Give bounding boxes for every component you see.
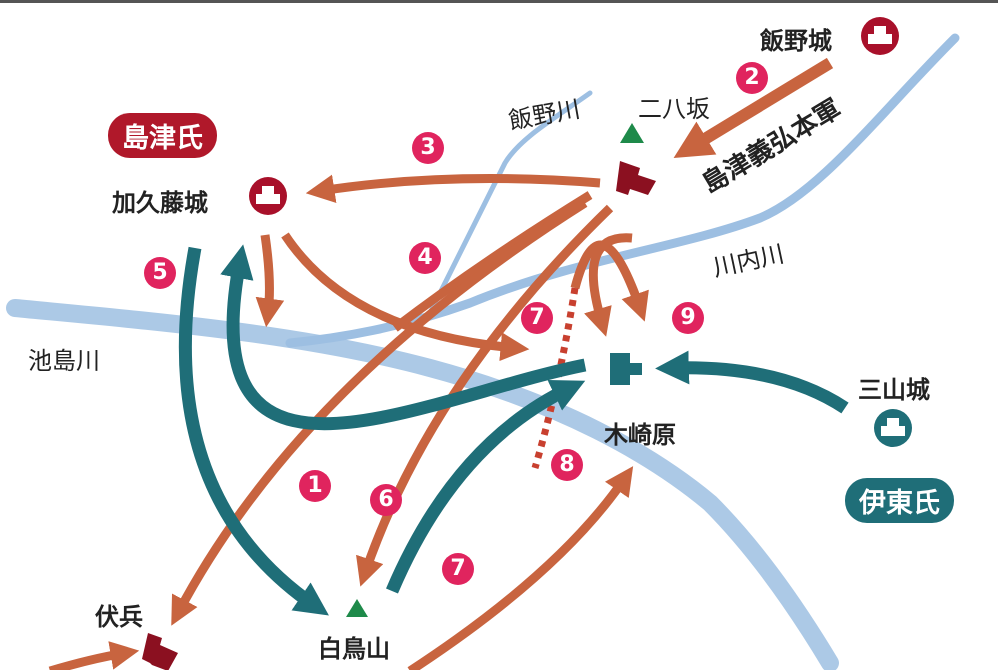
arrow-1 bbox=[171, 199, 588, 626]
arrow-2 bbox=[673, 57, 834, 158]
place-nihachizaka: 二八坂 bbox=[638, 95, 710, 123]
place-shiratoriyama: 白鳥山 bbox=[318, 635, 390, 663]
arrow-6 bbox=[356, 204, 614, 587]
river-sendai bbox=[285, 33, 960, 348]
mountain-icon-nihachizaka bbox=[620, 123, 644, 143]
step-badge-2: 2 bbox=[736, 62, 768, 94]
mountain-icon-shiratoriyama bbox=[346, 599, 368, 617]
step-badge-6: 6 bbox=[370, 484, 402, 516]
arrow-ambush bbox=[48, 641, 140, 670]
step-badge-4: 4 bbox=[409, 242, 441, 274]
shimazu-arrows bbox=[48, 57, 834, 670]
ito-arrows bbox=[178, 244, 849, 616]
place-kizakibaru: 木崎原 bbox=[604, 421, 676, 449]
step-badge-7b: 7 bbox=[442, 553, 474, 585]
step-badge-3: 3 bbox=[412, 132, 444, 164]
arrow-7b bbox=[407, 466, 634, 670]
place-fukuhei: 伏兵 bbox=[95, 603, 143, 631]
castle-icon-kakuto bbox=[249, 177, 287, 215]
step-badge-1: 1 bbox=[299, 470, 331, 502]
camp-icon-fukuhei bbox=[142, 633, 178, 670]
place-iino-castle: 飯野城 bbox=[760, 27, 832, 55]
arrow-3 bbox=[305, 174, 601, 204]
camp-icon-kizakibaru bbox=[610, 353, 642, 385]
castle-icons bbox=[249, 17, 912, 447]
river-label-ikeshima: 池島川 bbox=[28, 347, 100, 375]
map-graphics bbox=[6, 17, 960, 670]
clan-label-shimazu: 島津氏 bbox=[108, 113, 217, 158]
arrow-loop-b bbox=[584, 233, 633, 337]
step-badge-7: 7 bbox=[521, 302, 553, 334]
river-iino bbox=[427, 90, 593, 316]
place-kakuto-castle: 加久藤城 bbox=[112, 189, 208, 217]
arrow-5 bbox=[178, 246, 329, 616]
arrow-kakuto-down bbox=[255, 234, 285, 328]
step-badge-9: 9 bbox=[672, 302, 704, 334]
arrow-kakuto-east bbox=[281, 232, 530, 362]
place-sanzan-castle: 三山城 bbox=[858, 376, 930, 404]
step-badge-5: 5 bbox=[144, 257, 176, 289]
castle-icon-sanzan bbox=[874, 409, 912, 447]
step-badge-8: 8 bbox=[551, 449, 583, 481]
arrow-teal-shiratori bbox=[386, 380, 586, 594]
camp-icon-shimazu-main bbox=[616, 161, 656, 195]
clan-label-ito: 伊東氏 bbox=[845, 478, 954, 523]
arrow-sanzan bbox=[655, 350, 849, 414]
arrow-teal-loop bbox=[220, 244, 587, 431]
castle-icon-iino bbox=[861, 17, 899, 55]
